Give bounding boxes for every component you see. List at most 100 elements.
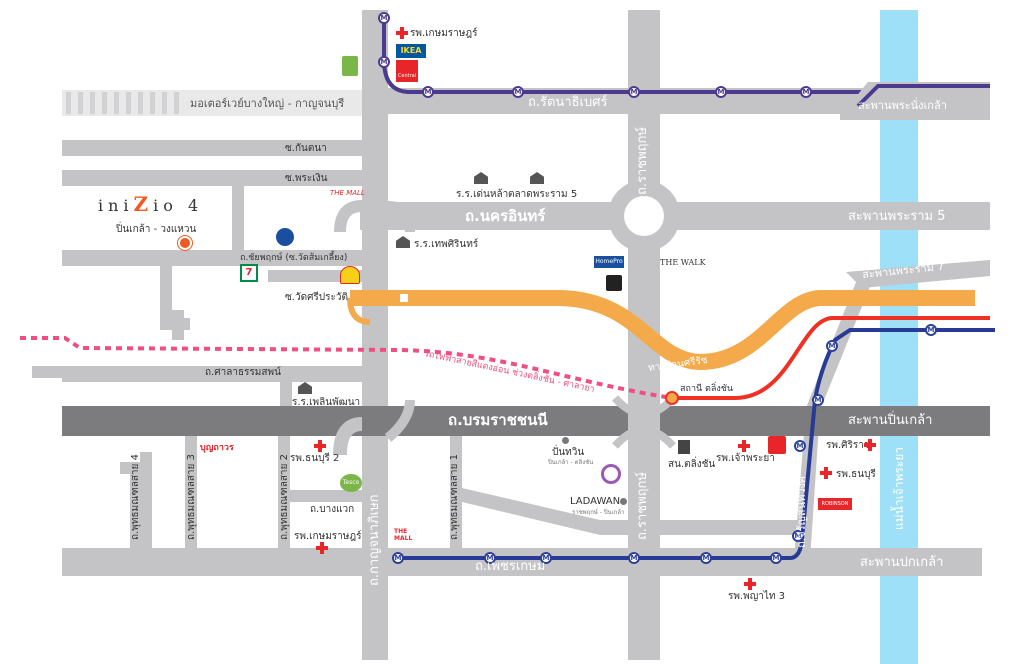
phutthamonthon-3-label: ถ.พุทธมณฑลสาย 3 [186, 454, 197, 540]
central-pinklao-logo [768, 436, 786, 454]
robinson-logo: ROBINSON [818, 498, 852, 510]
ladawan-marker [620, 498, 627, 505]
police-icon [678, 440, 690, 454]
motorway-band [62, 90, 362, 116]
school-icon [474, 172, 488, 184]
shell-logo [340, 266, 360, 284]
pin-klao-label: สะพานปิ่นเกล้า [848, 413, 933, 428]
ladawan: LADAWAN [570, 496, 621, 507]
red-cross-icon [316, 542, 328, 554]
phutthamonthon-1-label: ถ.พุทธมณฑลสาย 1 [449, 454, 460, 540]
phutthamonthon-4-label: ถ.พุทธมณฑลสาย 4 [130, 454, 141, 540]
red-cross-icon [396, 27, 408, 39]
hosp-kasemrad-bot: รพ.เกษมราษฎร์ [294, 531, 362, 542]
metro-station-icon[interactable]: M [512, 86, 524, 98]
red-cross-icon [314, 440, 326, 452]
red-cross-icon [738, 440, 750, 452]
central-logo: Central [396, 60, 418, 82]
tesco-logo: Tesco [340, 474, 362, 492]
market-icon [530, 172, 544, 184]
kanchana-label: ซ.กันตนา [285, 143, 327, 154]
phutthamonthon-2-label: ถ.พุทธมณฑลสาย 2 [279, 454, 290, 540]
rama7-bridge-road [846, 260, 990, 288]
metro-station-icon[interactable]: M [378, 56, 390, 68]
sala-thammasop-label: ถ.ศาลาธรรมสพน์ [205, 367, 281, 378]
pok-klao-bridge [860, 548, 980, 576]
metro-station-icon[interactable]: M [484, 552, 496, 564]
red-cross-icon [744, 578, 756, 590]
phra-ngoen-label: ซ.พระเงิน [285, 173, 328, 184]
nangklao-bridge [850, 82, 990, 120]
hosp-siriraj: รพ.ศิริราช [826, 440, 871, 451]
rama5-bridge [860, 202, 990, 230]
rama5-label: สะพานพระราม 5 [848, 209, 946, 224]
red-cross-icon [864, 439, 876, 451]
metro-station-icon[interactable]: M [378, 12, 390, 24]
school-phlsin: ร.ร.เพลินพัฒนา [292, 397, 361, 408]
school-donlao: ร.ร.เด่นหล้า [456, 189, 509, 200]
metro-station-icon[interactable]: M [792, 530, 804, 542]
school-icon [396, 236, 410, 248]
taling-chan-district: สน.ตลิ่งชัน [668, 459, 716, 470]
project-marker[interactable] [178, 236, 192, 250]
hosp-chaopraya: รพ.เจ้าพระยา [716, 453, 775, 464]
bangchak-logo [276, 228, 294, 246]
kanchanaphisek-road [362, 10, 388, 660]
project-brand: iniZio 4 ปิ่นเกล้า - วงแหวน [98, 192, 238, 237]
ratchaphruek-label-bot: ถ.ราชพฤกษ์ [635, 472, 650, 540]
project-location: ปิ่นเกล้า - วงแหวน [116, 224, 197, 235]
bangkok-hospital: ปั่นทวิน [552, 447, 585, 458]
metro-station-icon[interactable]: M [628, 552, 640, 564]
school-thepsirin: ร.ร.เทพศิรินทร์ [414, 239, 479, 250]
hosp-thonburi2: รพ.ธนบุรี 2 [290, 453, 340, 464]
metro-station-icon[interactable]: M [628, 86, 640, 98]
expressway [350, 290, 975, 371]
brand-text: ini [98, 196, 134, 215]
metro-station-icon[interactable]: M [770, 552, 782, 564]
red-cross-icon [820, 467, 832, 479]
bangkok-hospital-marker [562, 437, 569, 444]
interchange-south [333, 417, 363, 456]
bang-waek-label: ถ.บางแวก [310, 504, 355, 515]
borommaratchachonnani-road [62, 406, 990, 436]
brand-tail: io 4 [153, 196, 204, 215]
metro-station-icon[interactable]: M [925, 324, 937, 336]
hosp-phyathai3: รพ.พญาไท 3 [728, 591, 786, 602]
interchange-north [334, 200, 363, 233]
phetkasem-label: ถ.เพชรเกษม [475, 559, 546, 574]
metro-station-icon[interactable]: M [715, 86, 727, 98]
brand-z: Z [133, 192, 154, 216]
metro-station-icon[interactable]: M [812, 394, 824, 406]
pok-klao-label: สะพานปกเกล้า [860, 555, 944, 570]
metro-station-icon[interactable]: M [540, 552, 552, 564]
borommaratchachonnani-label: ถ.บรมราชชนนี [448, 411, 548, 429]
chaiyaphruek-label: ถ.ชัยพฤกษ์ (ซ.วัดส้มเกลี้ยง) [240, 253, 348, 263]
nakhon-in-label: ถ.นครอินทร์ [465, 207, 546, 225]
metro-station-icon[interactable]: M [422, 86, 434, 98]
hosp-thonburi: รพ.ธนบุรี [836, 469, 876, 480]
homepro-logo: HomePro [594, 256, 624, 268]
pink-line [20, 336, 673, 400]
taling-chan-station-marker [665, 391, 679, 405]
c-logo [342, 56, 358, 76]
charan-label: ถ.จรัญสนิทวงศ์ [795, 476, 808, 548]
kanchanaphisek-label: ถ.กาญจนาภิเษก [367, 494, 382, 586]
metro-station-icon[interactable]: M [800, 86, 812, 98]
ratchaphruek-label-top: ถ.ราชพฤกษ์ [635, 127, 650, 195]
market-rama5: ตลาดพระราม 5 [508, 189, 578, 200]
wat-sri-prawat-label: ซ.วัดศรีประวัติ [285, 292, 348, 303]
chao-phraya-label: แม่น้ำเจ้าพระยา [892, 446, 906, 530]
rattanathibet-label: ถ.รัตนาธิเบศร์ [528, 95, 608, 110]
metro-station-icon[interactable]: M [700, 552, 712, 564]
charan-road [794, 272, 876, 560]
red-line [672, 316, 990, 400]
metro-station-icon[interactable]: M [794, 440, 806, 452]
pin-klao-bridge [860, 406, 990, 436]
the-mall-logo: THE MALL [330, 189, 365, 197]
metro-station-icon[interactable]: M [392, 552, 404, 564]
motorway-label: มอเตอร์เวย์บางใหญ่ - กาญจนบุรี [190, 97, 345, 110]
metro-station-icon[interactable]: M [826, 340, 838, 352]
hosp-kasemrad-top: รพ.เกษมราษฎร์ [410, 28, 478, 39]
seven-eleven-logo: 7 [240, 264, 258, 282]
